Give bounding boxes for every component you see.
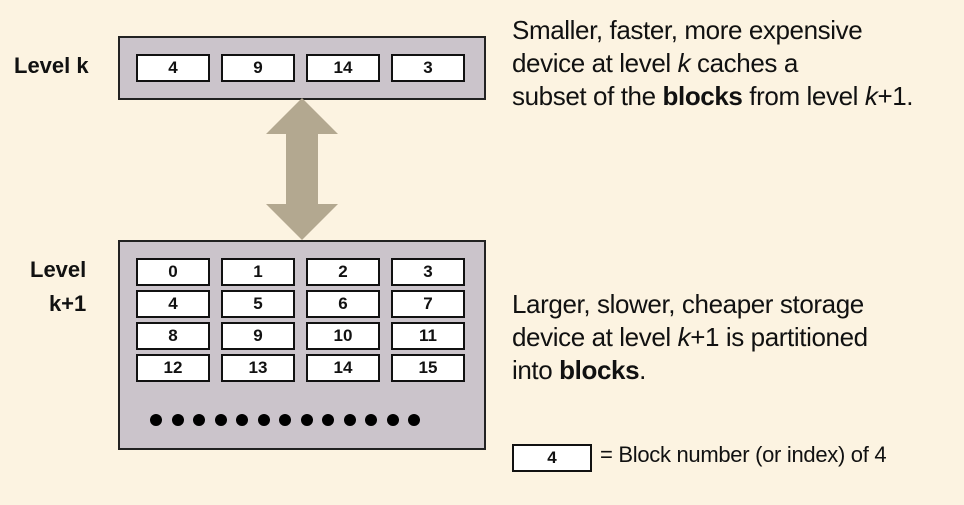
level-k-block: 9 <box>221 54 295 82</box>
top-desc-line3: subset of the blocks from level k+1. <box>512 81 914 111</box>
level-k1-block: 14 <box>306 354 380 382</box>
ellipsis-dot <box>236 414 248 426</box>
level-k-block: 14 <box>306 54 380 82</box>
top-desc-line2: device at level k caches a <box>512 48 798 78</box>
double-arrow-icon <box>266 98 338 240</box>
level-k-label: Level k <box>14 53 89 78</box>
legend-text: = Block number (or index) of 4 <box>600 442 887 467</box>
level-k1-block: 8 <box>136 322 210 350</box>
level-k1-label-line1: Level <box>30 257 87 282</box>
ellipsis-dot <box>150 414 162 426</box>
ellipsis-dot <box>171 414 184 426</box>
level-k1-block: 6 <box>306 290 380 318</box>
bottom-desc-line2: device at level k+1 is partitioned <box>512 322 868 352</box>
level-k1-block: 1 <box>221 258 295 286</box>
bottom-description: Larger, slower, cheaper storage device a… <box>512 288 868 387</box>
level-k1-block: 15 <box>391 354 465 382</box>
ellipsis-dot <box>279 414 291 426</box>
level-k1-block: 2 <box>306 258 380 286</box>
level-k1-label: Level k+1 <box>30 256 86 317</box>
ellipsis-dot <box>386 414 399 426</box>
legend-block: 4 <box>512 444 592 472</box>
ellipsis-dot <box>214 414 227 426</box>
level-k1-label-line2: k+1 <box>48 290 87 316</box>
ellipsis-dot <box>257 414 270 426</box>
ellipsis-dot <box>343 414 356 426</box>
ellipsis-dots <box>150 414 420 426</box>
level-k1-block: 5 <box>221 290 295 318</box>
level-k1-block: 9 <box>221 322 295 350</box>
level-k1-block: 11 <box>391 322 465 350</box>
ellipsis-dot <box>322 414 334 426</box>
bottom-desc-line3: into blocks. <box>512 355 646 385</box>
level-k-block: 3 <box>391 54 465 82</box>
level-k1-block: 10 <box>306 322 380 350</box>
level-k-cache: 4 9 14 3 <box>118 36 486 100</box>
level-k1-block: 4 <box>136 290 210 318</box>
top-description: Smaller, faster, more expensive device a… <box>512 14 914 113</box>
level-k1-block: 0 <box>136 258 210 286</box>
level-k1-block: 3 <box>391 258 465 286</box>
ellipsis-dot <box>408 414 420 426</box>
level-k-block: 4 <box>136 54 210 82</box>
ellipsis-dot <box>300 414 313 426</box>
level-k1-block: 12 <box>136 354 210 382</box>
ellipsis-dot <box>365 414 377 426</box>
top-desc-line1: Smaller, faster, more expensive <box>512 15 863 45</box>
level-k1-block: 13 <box>221 354 295 382</box>
ellipsis-dot <box>193 414 205 426</box>
level-k1-block: 7 <box>391 290 465 318</box>
bottom-desc-line1: Larger, slower, cheaper storage <box>512 289 864 319</box>
